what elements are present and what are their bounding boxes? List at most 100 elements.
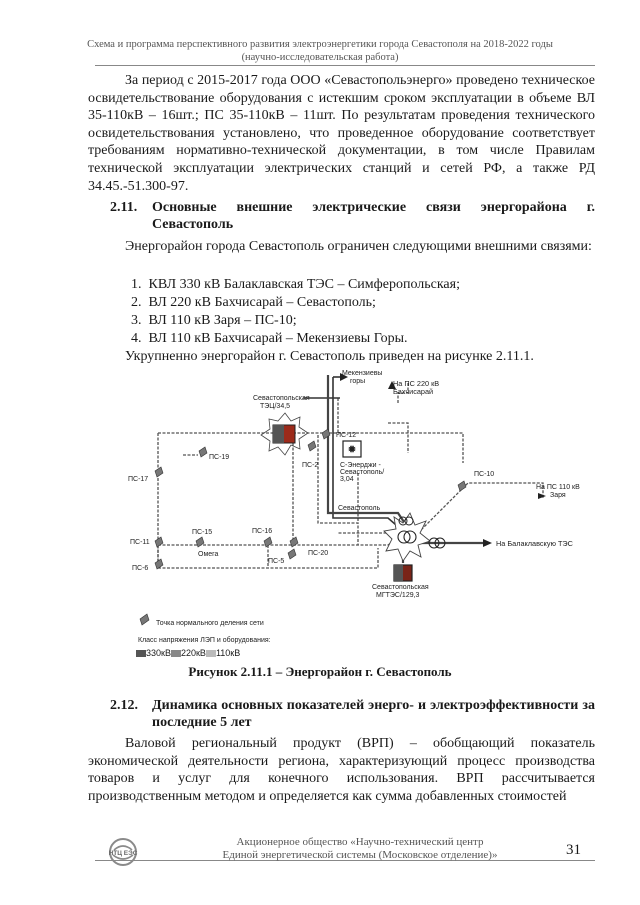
list-item-text: КВЛ 330 кВ Балаклавская ТЭС – Симферопол… (148, 277, 460, 292)
line-110 (317, 435, 359, 545)
swatch-220 (170, 650, 181, 658)
page-header: Схема и программа перспективного развити… (60, 38, 580, 64)
transformer-icon (434, 537, 446, 549)
page-number: 31 (566, 842, 581, 858)
label-ps17: ПС-17 (128, 476, 148, 483)
voltage-legend: 330кВ 220кВ 110кВ (136, 648, 240, 658)
label-ps11: ПС-11 (130, 539, 150, 546)
break-point-icon (195, 536, 205, 548)
break-point-icon (307, 440, 317, 452)
label-senergy-2: Севастополь/ (340, 469, 384, 476)
logo-text: НТЦ ЕЭС (109, 850, 138, 857)
section-number: 2.12. (110, 698, 138, 713)
label-ps220-2: Бахчисарай (393, 387, 433, 396)
label-zarya-2: Заря (550, 492, 566, 499)
section-number: 2.11. (110, 200, 138, 215)
break-points (154, 428, 467, 570)
list-item: 4. ВЛ 110 кВ Бахчисарай – Мекензиевы Гор… (131, 331, 408, 346)
section-2-11-lead: Энергорайон города Севастополь ограничен… (125, 239, 592, 254)
tec-station (260, 412, 309, 456)
label-ps2: ПС-2 (302, 462, 318, 469)
star-icon (260, 412, 309, 456)
label-ps19: ПС-19 (209, 454, 229, 461)
label-mgtes: Севастопольская (372, 584, 429, 591)
swatch-330 (136, 650, 146, 658)
legend-normal-break: Точка нормального деления сети (156, 620, 264, 627)
legend-110: 110кВ (215, 648, 241, 658)
label-ps6: ПС-6 (132, 565, 148, 572)
label-balaklava: На Балаклавскую ТЭС (496, 539, 573, 548)
line-110 (388, 422, 409, 453)
swatch-110 (205, 650, 216, 658)
arrow-icon (483, 539, 492, 547)
label-senergy-3: 3,04 (340, 476, 354, 483)
header-line-2: (научно-исследовательская работа) (241, 52, 399, 63)
transformer-icon (398, 516, 408, 526)
break-point-icon (457, 480, 467, 492)
list-item: 1. КВЛ 330 кВ Балаклавская ТЭС – Симферо… (131, 277, 460, 292)
section-2-11-heading: 2.11. Основные внешние электрические свя… (110, 199, 595, 233)
arrow-icon (538, 493, 546, 499)
label-mekenzievy: Мекензиевы (342, 370, 382, 377)
break-point-icon (263, 536, 273, 548)
break-point-icon (287, 548, 297, 560)
sevastopol-node (383, 512, 431, 562)
line-110 (417, 482, 544, 534)
label-omega: Омега (198, 551, 219, 558)
label-ps5: ПС-5 (268, 558, 284, 565)
header-line-1: Схема и программа перспективного развити… (87, 39, 553, 50)
sun-icon: ✹ (347, 444, 356, 456)
s-energy-plant-icon (342, 440, 362, 458)
substation-icon (397, 530, 411, 544)
break-point-icon (321, 428, 331, 440)
break-point-icon (154, 466, 164, 478)
label-ps10: ПС-10 (474, 471, 494, 478)
mgtes-plant-half (394, 565, 403, 581)
footer-line-2: Единой энергетической системы (Московско… (222, 849, 498, 861)
label-ps12: ПС-12 (336, 432, 356, 439)
transformer-icon (404, 516, 414, 526)
label-ps16: ПС-16 (252, 528, 272, 535)
section-title: Основные внешние электрические связи эне… (152, 200, 595, 232)
legend-voltage-class: Класс напряжения ЛЭП и оборудования: (138, 636, 271, 644)
label-tec: Севастопольская (253, 395, 310, 402)
intro-paragraph: За период с 2015-2017 года ООО «Севастоп… (88, 73, 595, 194)
label-zarya: На ПС 110 кВ (536, 484, 580, 491)
label-ps15: ПС-15 (192, 529, 212, 536)
line-330 (326, 375, 409, 529)
list-item: 2. ВЛ 220 кВ Бахчисарай – Севастополь; (131, 295, 376, 310)
list-item-text: ВЛ 220 кВ Бахчисарай – Севастополь; (148, 295, 376, 310)
label-sevastopol: Севастополь (338, 505, 381, 512)
break-point-icon (198, 446, 208, 458)
footer-line-1: Акционерное общество «Научно-технический… (236, 836, 484, 848)
header-rule (95, 65, 595, 66)
break-point-icon (154, 536, 164, 548)
legend-330: 330кВ (146, 648, 171, 658)
footer-rule (95, 860, 595, 861)
substation-icon (403, 530, 417, 544)
line-110 (397, 383, 409, 403)
arrow-icon (388, 381, 396, 389)
arrows (340, 373, 546, 547)
list-item: 3. ВЛ 110 кВ Заря – ПС-10; (131, 313, 297, 328)
section-title: Динамика основных показателей энерго- и … (152, 698, 595, 730)
arrow-icon (340, 373, 348, 381)
label-tec-2: ТЭЦ/34,5 (260, 403, 290, 410)
label-ps220: На ПС 220 кВ (393, 379, 439, 388)
section-2-12-heading: 2.12. Динамика основных показателей энер… (110, 697, 595, 731)
break-point-icon (139, 613, 150, 626)
line-110 (158, 548, 379, 569)
star-icon (383, 512, 431, 562)
footer: Акционерное общество «Научно-технический… (150, 836, 570, 862)
label-ps20: ПС-20 (308, 550, 328, 557)
legend: Точка нормального деления сети Класс нап… (138, 613, 271, 644)
power-plant-half (273, 425, 284, 443)
network-diagram: ✹ Мекензиевы горы На ПС 220 кВ Бахчисара… (128, 370, 580, 644)
ntc-logo-icon: НТЦ ЕЭС (109, 838, 138, 866)
legend-220: 220кВ (180, 648, 206, 658)
line-110 (158, 432, 464, 463)
break-point-icon (289, 536, 299, 548)
label-mgtes-2: МГТЭС/129,3 (376, 592, 420, 599)
label-senergy: С-Энерджи - (340, 462, 382, 469)
break-point-icon (154, 558, 164, 570)
